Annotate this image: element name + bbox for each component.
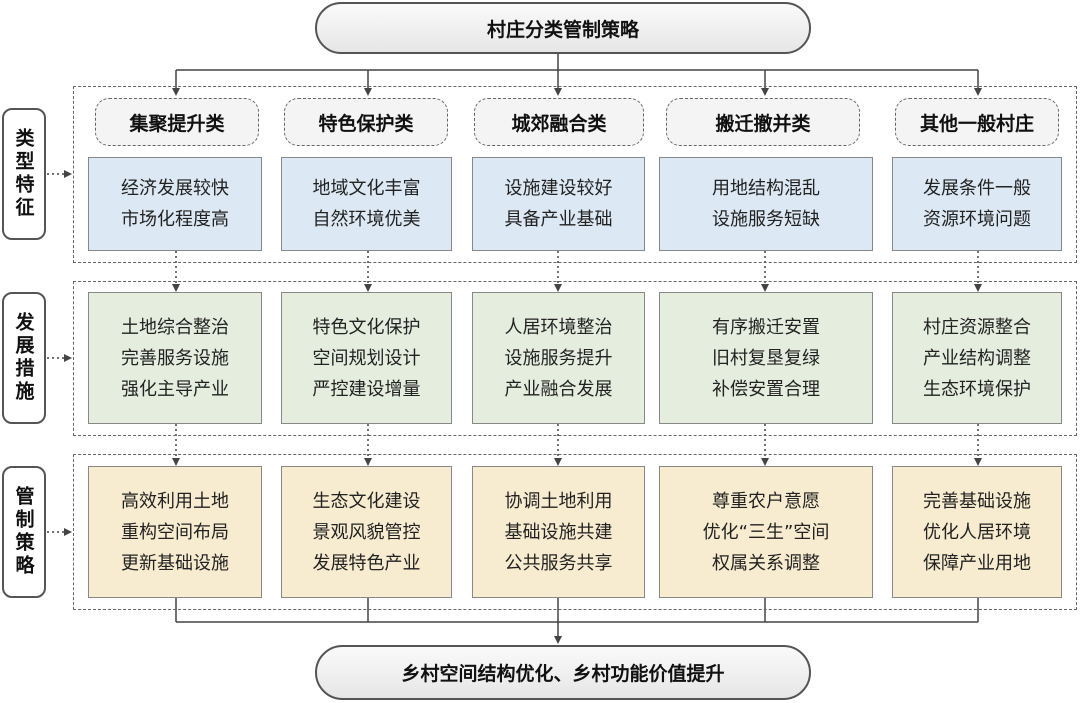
measure-line: 强化主导产业 bbox=[121, 378, 229, 400]
control-line: 保障产业用地 bbox=[923, 552, 1031, 574]
feature-box-gathering: 经济发展较快 市场化程度高 bbox=[88, 157, 262, 251]
feature-box-suburban: 设施建设较好 具备产业基础 bbox=[472, 157, 645, 251]
control-line: 高效利用土地 bbox=[121, 490, 229, 512]
control-line: 权属关系调整 bbox=[712, 552, 820, 574]
control-panel bbox=[73, 454, 1077, 610]
control-line: 更新基础设施 bbox=[121, 552, 229, 574]
row-label-control: 管制策略 bbox=[2, 466, 46, 598]
control-line: 基础设施共建 bbox=[504, 521, 613, 543]
control-box-general: 完善基础设施 优化人居环境 保障产业用地 bbox=[892, 466, 1062, 598]
measure-line: 严控建设增量 bbox=[312, 378, 421, 400]
control-line: 生态文化建设 bbox=[312, 490, 421, 512]
measure-line: 特色文化保护 bbox=[312, 316, 421, 338]
feature-line: 用地结构混乱 bbox=[712, 178, 820, 199]
feature-box-relocation: 用地结构混乱 设施服务短缺 bbox=[659, 157, 873, 251]
features-panel bbox=[73, 86, 1077, 263]
category-suburban: 城郊融合类 bbox=[474, 98, 644, 146]
measure-box-suburban: 人居环境整治 设施服务提升 产业融合发展 bbox=[472, 292, 645, 424]
feature-line: 设施建设较好 bbox=[504, 178, 613, 199]
feature-line: 资源环境问题 bbox=[923, 209, 1031, 230]
control-box-gathering: 高效利用土地 重构空间布局 更新基础设施 bbox=[88, 466, 262, 598]
category-relocation: 搬迁撤并类 bbox=[666, 98, 860, 146]
feature-box-general: 发展条件一般 资源环境问题 bbox=[892, 157, 1062, 251]
measure-line: 补偿安置合理 bbox=[712, 378, 820, 400]
category-general: 其他一般村庄 bbox=[895, 98, 1059, 146]
measure-box-general: 村庄资源整合 产业结构调整 生态环境保护 bbox=[892, 292, 1062, 424]
measure-line: 土地综合整治 bbox=[121, 316, 229, 338]
measure-line: 设施服务提升 bbox=[504, 347, 613, 369]
control-line: 优化“三生”空间 bbox=[702, 521, 830, 543]
measure-line: 空间规划设计 bbox=[312, 347, 421, 369]
measure-line: 产业融合发展 bbox=[504, 378, 613, 400]
control-line: 协调土地利用 bbox=[504, 490, 613, 512]
feature-line: 具备产业基础 bbox=[504, 209, 613, 230]
measures-panel bbox=[73, 281, 1077, 436]
row-label-features: 类型特征 bbox=[2, 108, 46, 240]
control-line: 尊重农户意愿 bbox=[712, 490, 820, 512]
feature-line: 自然环境优美 bbox=[312, 209, 421, 230]
control-line: 景观风貌管控 bbox=[312, 521, 421, 543]
measure-line: 产业结构调整 bbox=[923, 347, 1031, 369]
measure-line: 有序搬迁安置 bbox=[712, 316, 820, 338]
measure-box-relocation: 有序搬迁安置 旧村复垦复绿 补偿安置合理 bbox=[659, 292, 873, 424]
result-pill: 乡村空间结构优化、乡村功能价值提升 bbox=[315, 645, 811, 700]
row-label-measures: 发展措施 bbox=[2, 292, 46, 424]
category-gathering: 集聚提升类 bbox=[95, 98, 259, 146]
measure-line: 完善服务设施 bbox=[121, 347, 229, 369]
control-line: 优化人居环境 bbox=[923, 521, 1031, 543]
control-box-suburban: 协调土地利用 基础设施共建 公共服务共享 bbox=[472, 466, 645, 598]
control-line: 完善基础设施 bbox=[923, 490, 1031, 512]
category-heritage: 特色保护类 bbox=[284, 98, 448, 146]
feature-box-heritage: 地域文化丰富 自然环境优美 bbox=[281, 157, 452, 251]
feature-line: 地域文化丰富 bbox=[312, 178, 421, 199]
feature-line: 发展条件一般 bbox=[923, 178, 1031, 199]
control-line: 公共服务共享 bbox=[504, 552, 613, 574]
measure-line: 生态环境保护 bbox=[923, 378, 1031, 400]
feature-line: 市场化程度高 bbox=[121, 209, 229, 230]
feature-line: 经济发展较快 bbox=[121, 178, 229, 199]
control-box-heritage: 生态文化建设 景观风貌管控 发展特色产业 bbox=[281, 466, 452, 598]
measure-box-gathering: 土地综合整治 完善服务设施 强化主导产业 bbox=[88, 292, 262, 424]
control-line: 重构空间布局 bbox=[121, 521, 229, 543]
measure-line: 旧村复垦复绿 bbox=[712, 347, 820, 369]
feature-line: 设施服务短缺 bbox=[712, 209, 820, 230]
control-box-relocation: 尊重农户意愿 优化“三生”空间 权属关系调整 bbox=[659, 466, 873, 598]
title-pill: 村庄分类管制策略 bbox=[315, 2, 811, 54]
measure-box-heritage: 特色文化保护 空间规划设计 严控建设增量 bbox=[281, 292, 452, 424]
measure-line: 村庄资源整合 bbox=[923, 316, 1031, 338]
control-line: 发展特色产业 bbox=[312, 552, 421, 574]
measure-line: 人居环境整治 bbox=[504, 316, 613, 338]
